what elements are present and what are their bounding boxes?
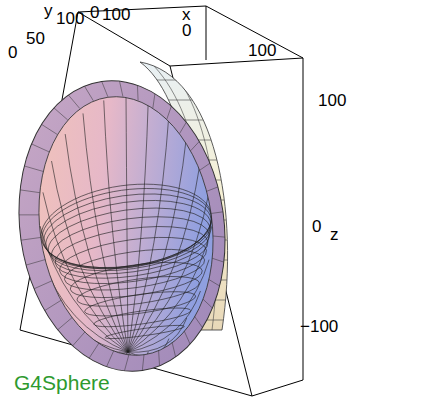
grid-line	[203, 299, 213, 308]
grid-line	[58, 317, 73, 329]
grid-line	[24, 166, 43, 171]
tick-label: 50	[26, 30, 45, 47]
grid-line	[73, 332, 85, 346]
grid-line	[191, 141, 200, 150]
grid-line	[102, 81, 108, 96]
grid-line	[209, 279, 220, 286]
grid-line	[45, 300, 62, 310]
grid-line	[34, 281, 52, 289]
grid-line	[128, 339, 169, 357]
grid-line	[65, 134, 128, 352]
grid-line	[142, 354, 144, 370]
caption: G4Sphere	[14, 372, 110, 393]
grid-line	[153, 94, 155, 108]
grid-line	[158, 350, 160, 366]
grid-line	[107, 351, 114, 367]
grid-line	[128, 352, 148, 362]
grid-line	[41, 191, 215, 278]
grid-line	[211, 212, 223, 214]
grid-line	[200, 163, 210, 170]
grid-line	[68, 95, 79, 109]
grid-line	[83, 113, 128, 352]
grid-line	[19, 214, 39, 215]
grid-line	[89, 343, 99, 358]
grid-line	[184, 331, 190, 344]
tick-label: 0	[90, 4, 99, 21]
grid-line	[20, 190, 40, 193]
grid-line	[124, 354, 129, 371]
grid-line	[26, 260, 45, 266]
grid-line	[52, 218, 211, 287]
grid-line	[21, 237, 41, 240]
grid-line	[128, 113, 169, 352]
tick-label: −100	[300, 318, 338, 335]
tick-label: 0	[312, 218, 321, 235]
grid-line	[167, 106, 172, 119]
grid-line	[195, 316, 203, 327]
grid-line	[120, 81, 123, 96]
grid-line	[128, 100, 148, 352]
grid-line	[68, 256, 204, 304]
grid-line	[128, 192, 209, 352]
tick-label: 100	[102, 6, 130, 23]
grid-line	[213, 236, 225, 237]
tick-label: 100	[56, 10, 84, 27]
tick-label: 0	[8, 44, 17, 61]
grid-line	[54, 108, 68, 120]
grid-line	[207, 187, 218, 191]
grid-line	[43, 192, 128, 352]
grid-line	[104, 100, 128, 352]
grid-line	[84, 86, 93, 101]
grid-line	[62, 242, 207, 297]
axis-label: z	[330, 226, 339, 243]
grid-line	[75, 271, 201, 312]
axis-label: x	[182, 6, 191, 23]
grid-line	[126, 96, 128, 352]
grid-line	[52, 291, 128, 352]
grid-line	[180, 122, 187, 133]
grid-line	[128, 260, 209, 352]
grid-line	[128, 291, 200, 352]
grid-line	[43, 260, 128, 352]
grid-line	[128, 134, 187, 352]
axis-label: y	[44, 2, 53, 19]
tick-label: 100	[318, 92, 346, 109]
grid-line	[128, 161, 200, 352]
tick-label: 0	[182, 22, 191, 39]
grid-line	[137, 85, 139, 100]
grid-line	[57, 229, 210, 291]
grid-line	[172, 342, 176, 357]
tick-label: 100	[248, 42, 276, 59]
grid-line	[212, 258, 224, 262]
grid-line	[128, 318, 187, 352]
grid-line	[42, 124, 58, 134]
grid-line	[83, 287, 197, 321]
grid-line	[32, 144, 50, 152]
